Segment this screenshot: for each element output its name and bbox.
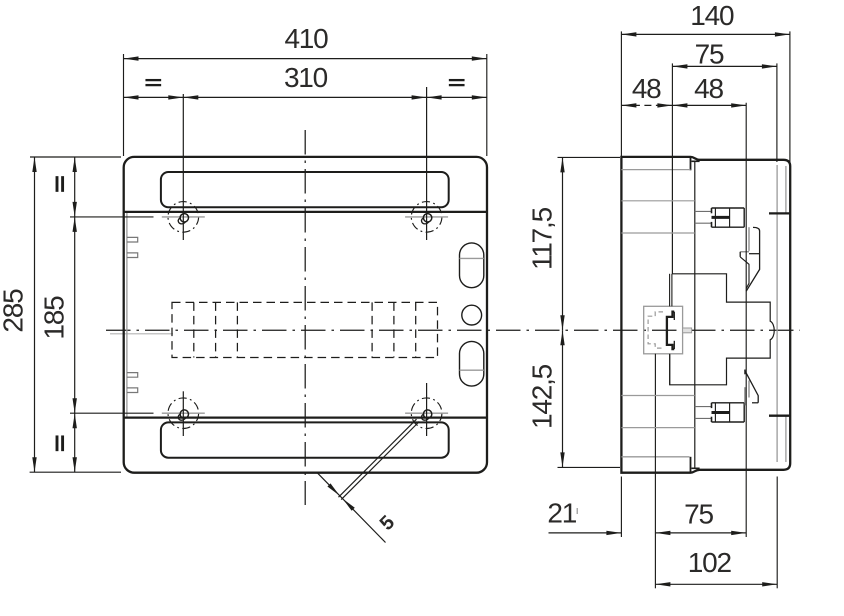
svg-text:310: 310 [284, 62, 328, 93]
svg-text:48: 48 [694, 73, 723, 104]
svg-text:410: 410 [284, 23, 328, 54]
svg-text:185: 185 [38, 296, 69, 340]
svg-text:102: 102 [688, 547, 732, 578]
svg-text:48: 48 [632, 73, 661, 104]
svg-text:142,5: 142,5 [526, 364, 557, 429]
svg-text:140: 140 [690, 0, 734, 31]
svg-text:285: 285 [0, 289, 29, 333]
svg-text:21: 21 [547, 497, 576, 528]
svg-text:75: 75 [695, 39, 724, 70]
svg-text:117,5: 117,5 [526, 207, 557, 270]
svg-text:75: 75 [684, 499, 713, 530]
